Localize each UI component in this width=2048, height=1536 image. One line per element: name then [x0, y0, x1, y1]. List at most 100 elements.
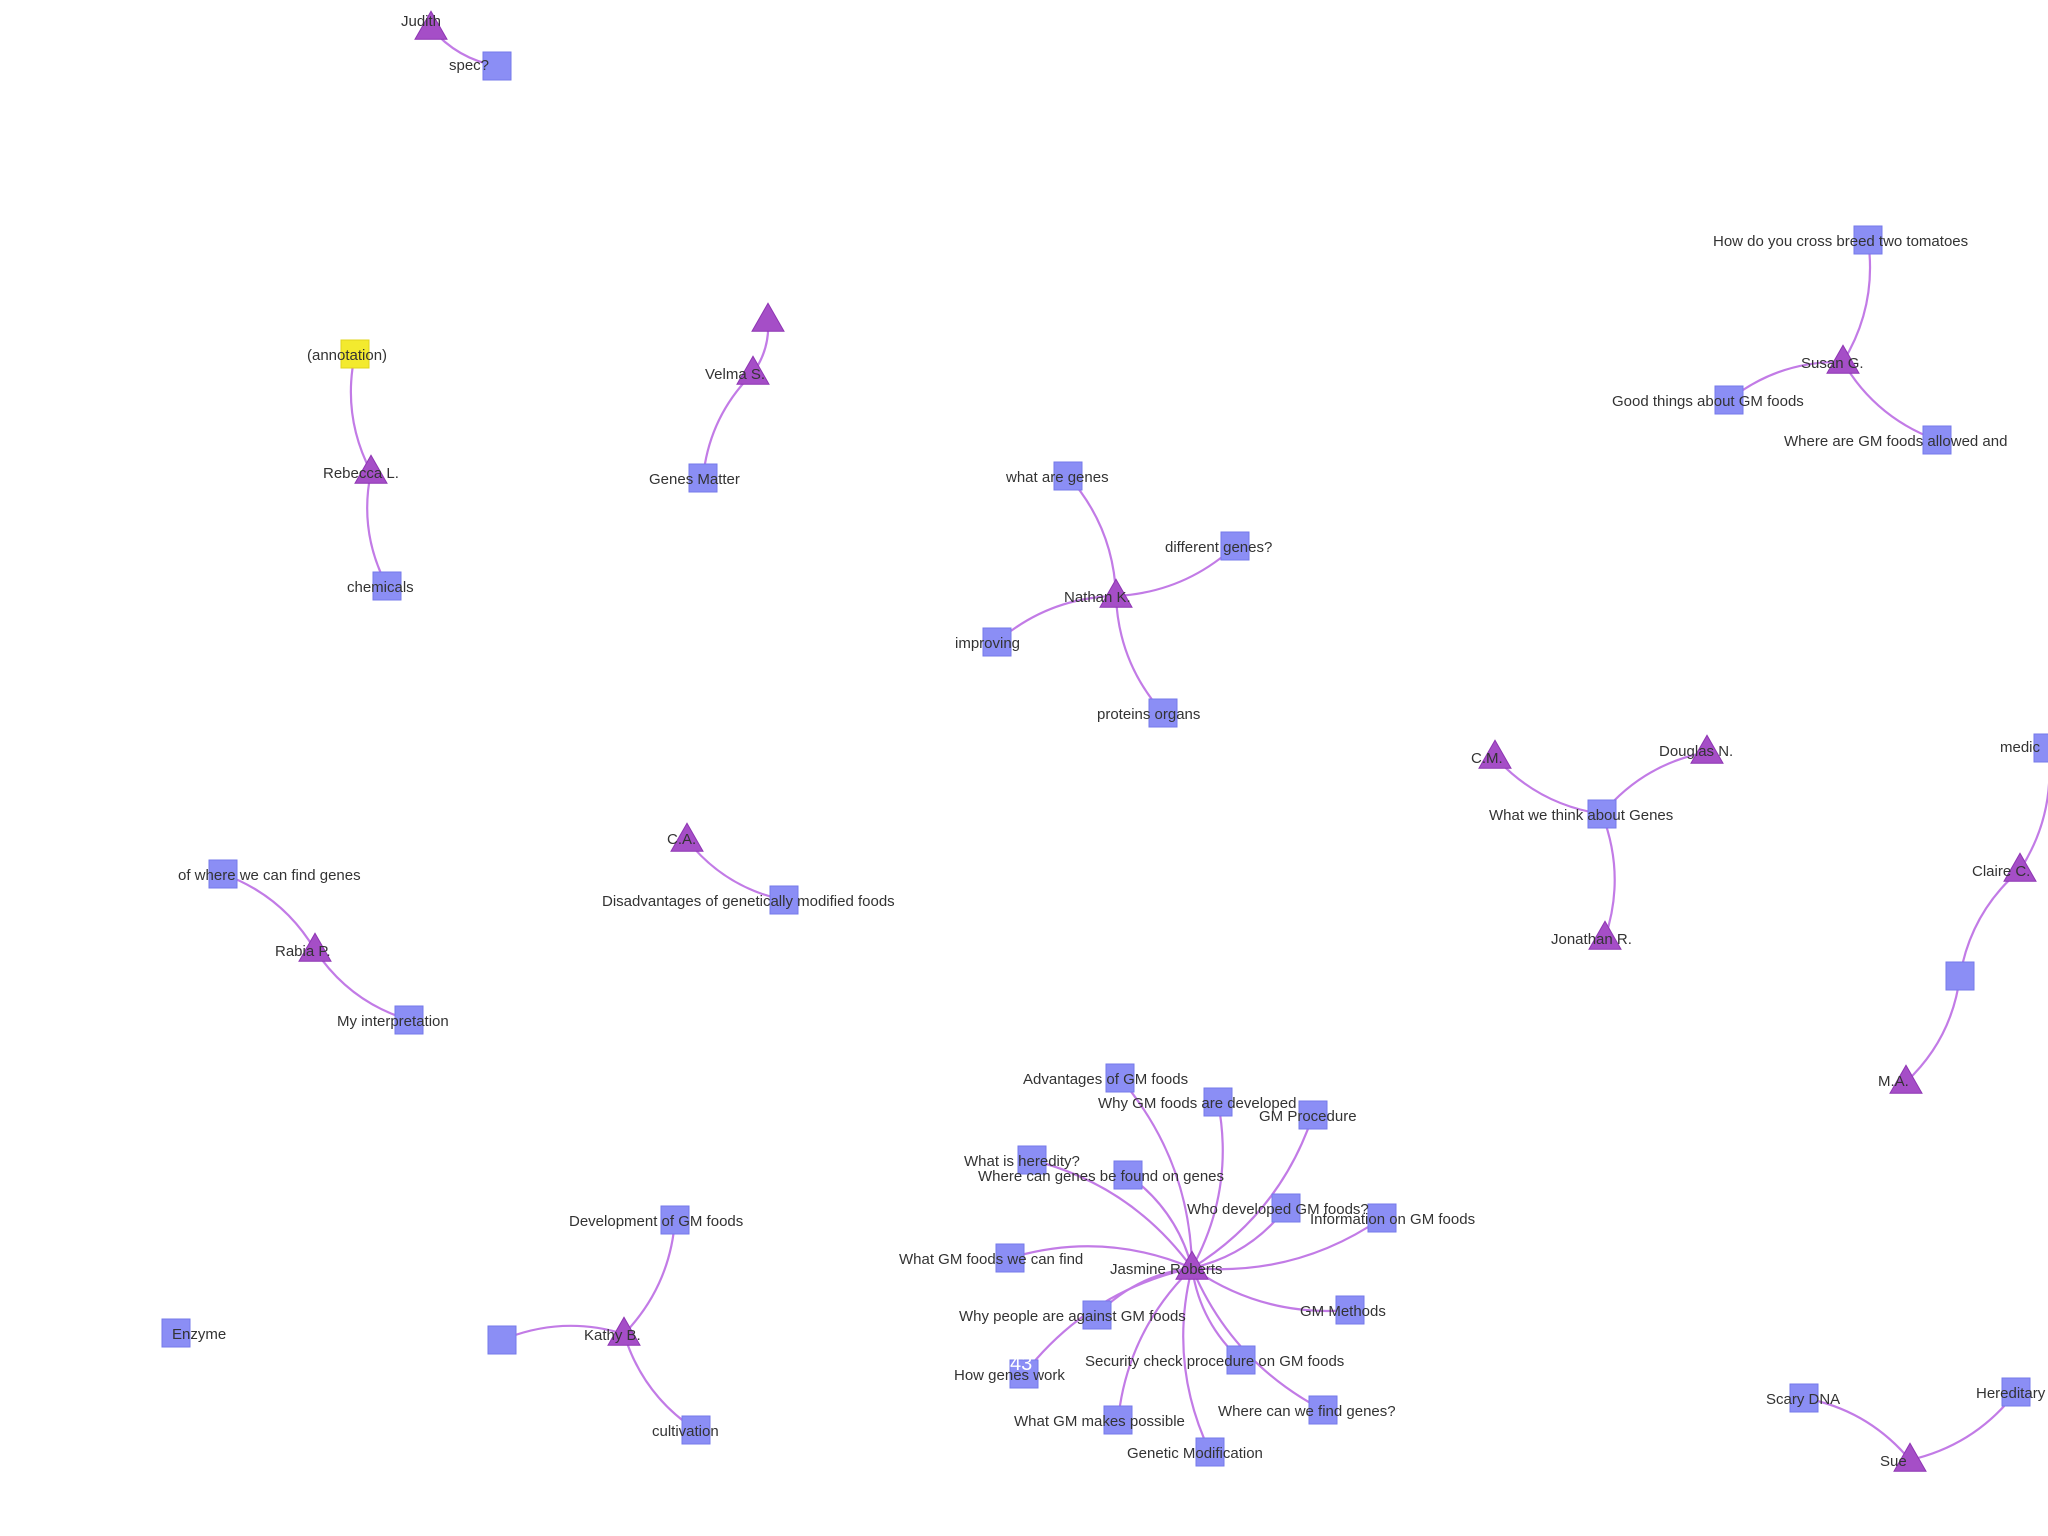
- person-node-p-edge-top[interactable]: [751, 302, 785, 332]
- topic-label-t-how-genes-work: How genes work: [954, 1367, 1065, 1384]
- topic-label-t-improving: improving: [955, 635, 1020, 652]
- topic-node-t-claire-ma[interactable]: [1945, 961, 1975, 991]
- topic-node-t-where-found-genes[interactable]: [1113, 1160, 1143, 1190]
- person-node-p-douglas[interactable]: [1690, 734, 1724, 764]
- topic-label-t-hereditary: Hereditary: [1976, 1385, 2046, 1402]
- topic-node-t-kathy-square[interactable]: [487, 1325, 517, 1355]
- topic-label-t-where-find-q: Where can we find genes?: [1218, 1403, 1396, 1420]
- edge-p_jasmine-t_genetic_mod: [1182, 1267, 1211, 1453]
- person-node-p-jasmine[interactable]: [1175, 1250, 1209, 1280]
- edge-p_jasmine-t_gm_methods: [1191, 1267, 1351, 1313]
- topic-node-t-who-developed[interactable]: [1271, 1193, 1301, 1223]
- edge-p_jasmine-t_what_gm_makes: [1116, 1267, 1193, 1421]
- topic-node-t-hereditary[interactable]: [2001, 1377, 2031, 1407]
- topic-node-t-gm-methods[interactable]: [1335, 1295, 1365, 1325]
- person-node-p-claire[interactable]: [2003, 852, 2037, 882]
- topic-node-t-good-things[interactable]: [1714, 385, 1744, 415]
- edge-p_douglas-t_what_we_think: [1601, 750, 1708, 815]
- topic-node-t-development[interactable]: [660, 1205, 690, 1235]
- topic-node-t-different-genes[interactable]: [1220, 531, 1250, 561]
- topic-node-t-disadvantages[interactable]: [769, 885, 799, 915]
- topic-node-t-advantages[interactable]: [1105, 1063, 1135, 1093]
- topic-label-t-what-gm-makes: What GM makes possible: [1014, 1413, 1185, 1430]
- person-node-p-nathan[interactable]: [1099, 578, 1133, 608]
- topic-node-t-gm-procedure[interactable]: [1298, 1100, 1328, 1130]
- topic-label-t-who-developed: Who developed GM foods?: [1187, 1201, 1369, 1218]
- topic-label-t-where-found-genes: Where can genes be found on genes: [978, 1168, 1224, 1185]
- person-label-p-rabia: Rabia P.: [275, 943, 331, 960]
- topic-node-t-what-is-heredity[interactable]: [1017, 1145, 1047, 1175]
- edge-p_nathan-t_what_are_genes: [1067, 475, 1118, 597]
- topic-node-t-enzyme[interactable]: [161, 1318, 191, 1348]
- topic-label-t-cultivation: cultivation: [652, 1423, 719, 1440]
- topic-node-t-information[interactable]: [1367, 1203, 1397, 1233]
- topic-node-t-cross-breed[interactable]: [1853, 225, 1883, 255]
- topic-node-t-medic[interactable]: [2033, 733, 2048, 763]
- person-node-p-ca[interactable]: [670, 822, 704, 852]
- topic-label-t-proteins: proteins organs: [1097, 706, 1200, 723]
- counter-overlay: 43: [1010, 1353, 1032, 1375]
- person-node-p-jud[interactable]: [414, 10, 448, 40]
- edge-t_annotation-p_rebecca: [349, 353, 372, 473]
- topic-node-t-where-find-q[interactable]: [1308, 1395, 1338, 1425]
- topic-node-t-genetic-mod[interactable]: [1195, 1437, 1225, 1467]
- edge-p_kathy-t_development: [623, 1219, 677, 1335]
- person-label-p-cm1: C.M.: [1471, 750, 1503, 767]
- person-node-p-jonathan[interactable]: [1588, 920, 1622, 950]
- topic-label-t-different-genes: different genes?: [1165, 539, 1272, 556]
- edge-p_jasmine-t_where_find_q: [1190, 1267, 1324, 1411]
- topic-node-t-what-are-genes[interactable]: [1053, 461, 1083, 491]
- topic-label-t-why-against: Why people are against GM foods: [959, 1308, 1186, 1325]
- annotation-node-t-annotation[interactable]: [340, 339, 370, 369]
- person-node-p-kathy[interactable]: [607, 1316, 641, 1346]
- person-label-p-claire: Claire C.: [1972, 863, 2030, 880]
- person-node-p-rabia[interactable]: [298, 932, 332, 962]
- person-node-p-rebecca[interactable]: [354, 454, 388, 484]
- topic-label-t-medic: medic: [2000, 739, 2041, 756]
- person-label-p-velma: Velma S.: [705, 366, 765, 383]
- person-node-p-sue[interactable]: [1893, 1442, 1927, 1472]
- edge-p_jonathan-t_what_we_think: [1600, 813, 1616, 939]
- topic-node-t-proteins[interactable]: [1148, 698, 1178, 728]
- person-node-p-ma[interactable]: [1889, 1064, 1923, 1094]
- topic-node-t-where-allowed[interactable]: [1922, 425, 1952, 455]
- topic-label-t-genetic-mod: Genetic Modification: [1127, 1445, 1263, 1462]
- topic-label-t-security: Security check procedure on GM foods: [1085, 1353, 1344, 1370]
- topic-node-t-spec[interactable]: [482, 51, 512, 81]
- topic-label-t-information: Information on GM foods: [1310, 1211, 1475, 1228]
- topic-node-t-scary-dna[interactable]: [1789, 1383, 1819, 1413]
- edge-p_sue-t_hereditary: [1909, 1391, 2017, 1462]
- topic-node-t-improving[interactable]: [982, 627, 1012, 657]
- person-node-p-velma[interactable]: [736, 355, 770, 385]
- nodes-layer: [161, 10, 2048, 1472]
- topic-node-t-what-we-think[interactable]: [1587, 799, 1617, 829]
- topic-node-t-why-developed[interactable]: [1203, 1087, 1233, 1117]
- topic-node-t-genes-matter[interactable]: [688, 463, 718, 493]
- person-label-p-rebecca: Rebecca L.: [323, 465, 399, 482]
- edge-p_jasmine-t_gm_procedure: [1191, 1114, 1315, 1269]
- person-node-p-cm1[interactable]: [1478, 739, 1512, 769]
- edge-p_velma-t_genes_matter: [701, 372, 754, 479]
- topic-label-t-what-we-think: What we think about Genes: [1489, 807, 1673, 824]
- edge-p_jasmine-t_what_gm_foods: [1009, 1245, 1193, 1270]
- topic-node-t-what-gm-foods[interactable]: [995, 1243, 1025, 1273]
- topic-label-t-where-find-genes: of where we can find genes: [178, 867, 361, 884]
- person-label-p-douglas: Douglas N.: [1659, 743, 1733, 760]
- topic-node-t-why-against[interactable]: [1082, 1300, 1112, 1330]
- edge-p_claire-t_medic: [2019, 748, 2048, 871]
- topic-label-t-disadvantages: Disadvantages of genetically modified fo…: [602, 893, 895, 910]
- topic-label-t-development: Development of GM foods: [569, 1213, 743, 1230]
- person-node-p-susan[interactable]: [1826, 344, 1860, 374]
- topic-node-t-cultivation[interactable]: [681, 1415, 711, 1445]
- topic-label-t-what-gm-foods: What GM foods we can find: [899, 1251, 1083, 1268]
- topic-node-t-chemicals[interactable]: [372, 571, 402, 601]
- topic-node-t-how-genes-work[interactable]: [1009, 1359, 1039, 1389]
- topic-node-t-where-find-genes[interactable]: [208, 859, 238, 889]
- topic-node-t-what-gm-makes[interactable]: [1103, 1405, 1133, 1435]
- edge-p_jasmine-t_what_is_heredity: [1031, 1158, 1193, 1269]
- topic-label-t-chemicals: chemicals: [347, 579, 414, 596]
- topic-node-t-security[interactable]: [1226, 1345, 1256, 1375]
- topic-node-t-interpretation[interactable]: [394, 1005, 424, 1035]
- topic-label-t-gm-methods: GM Methods: [1300, 1303, 1386, 1320]
